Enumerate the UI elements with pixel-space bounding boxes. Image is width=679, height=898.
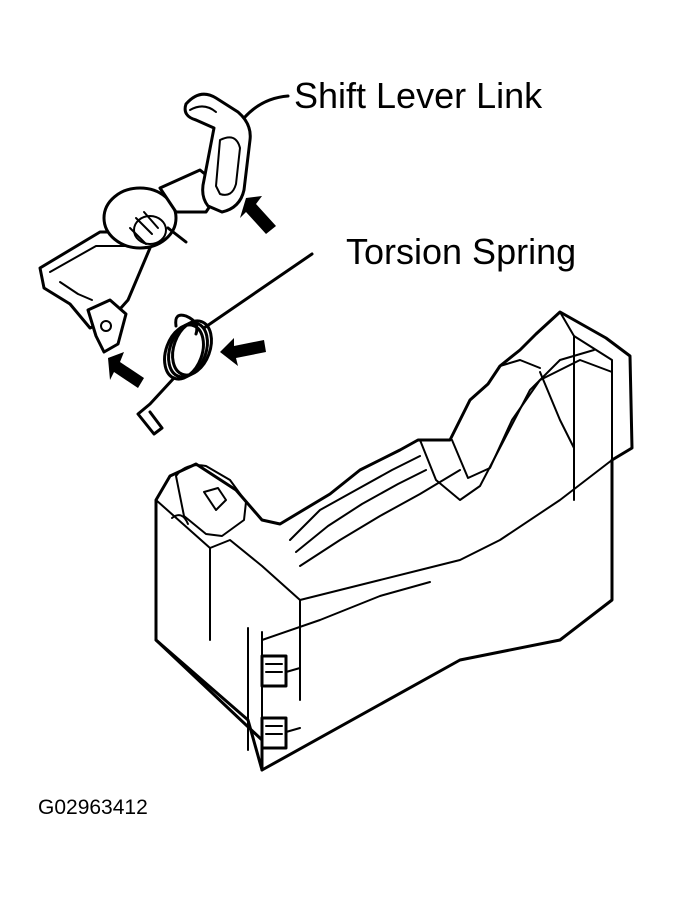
torsion-spring-part	[136, 313, 213, 436]
figure-id: G02963412	[38, 796, 148, 819]
shift-lock-housing	[154, 310, 634, 772]
arrow-icon	[240, 196, 276, 234]
arrow-icon	[220, 338, 266, 366]
arrow-icon	[108, 352, 144, 388]
torsion-spring-label: Torsion Spring	[346, 231, 577, 272]
shift-lever-link-leader	[242, 94, 290, 120]
shift-lever-link-part	[38, 92, 252, 354]
shift-lever-link-label: Shift Lever Link	[294, 75, 543, 116]
torsion-spring-leader	[202, 252, 314, 330]
